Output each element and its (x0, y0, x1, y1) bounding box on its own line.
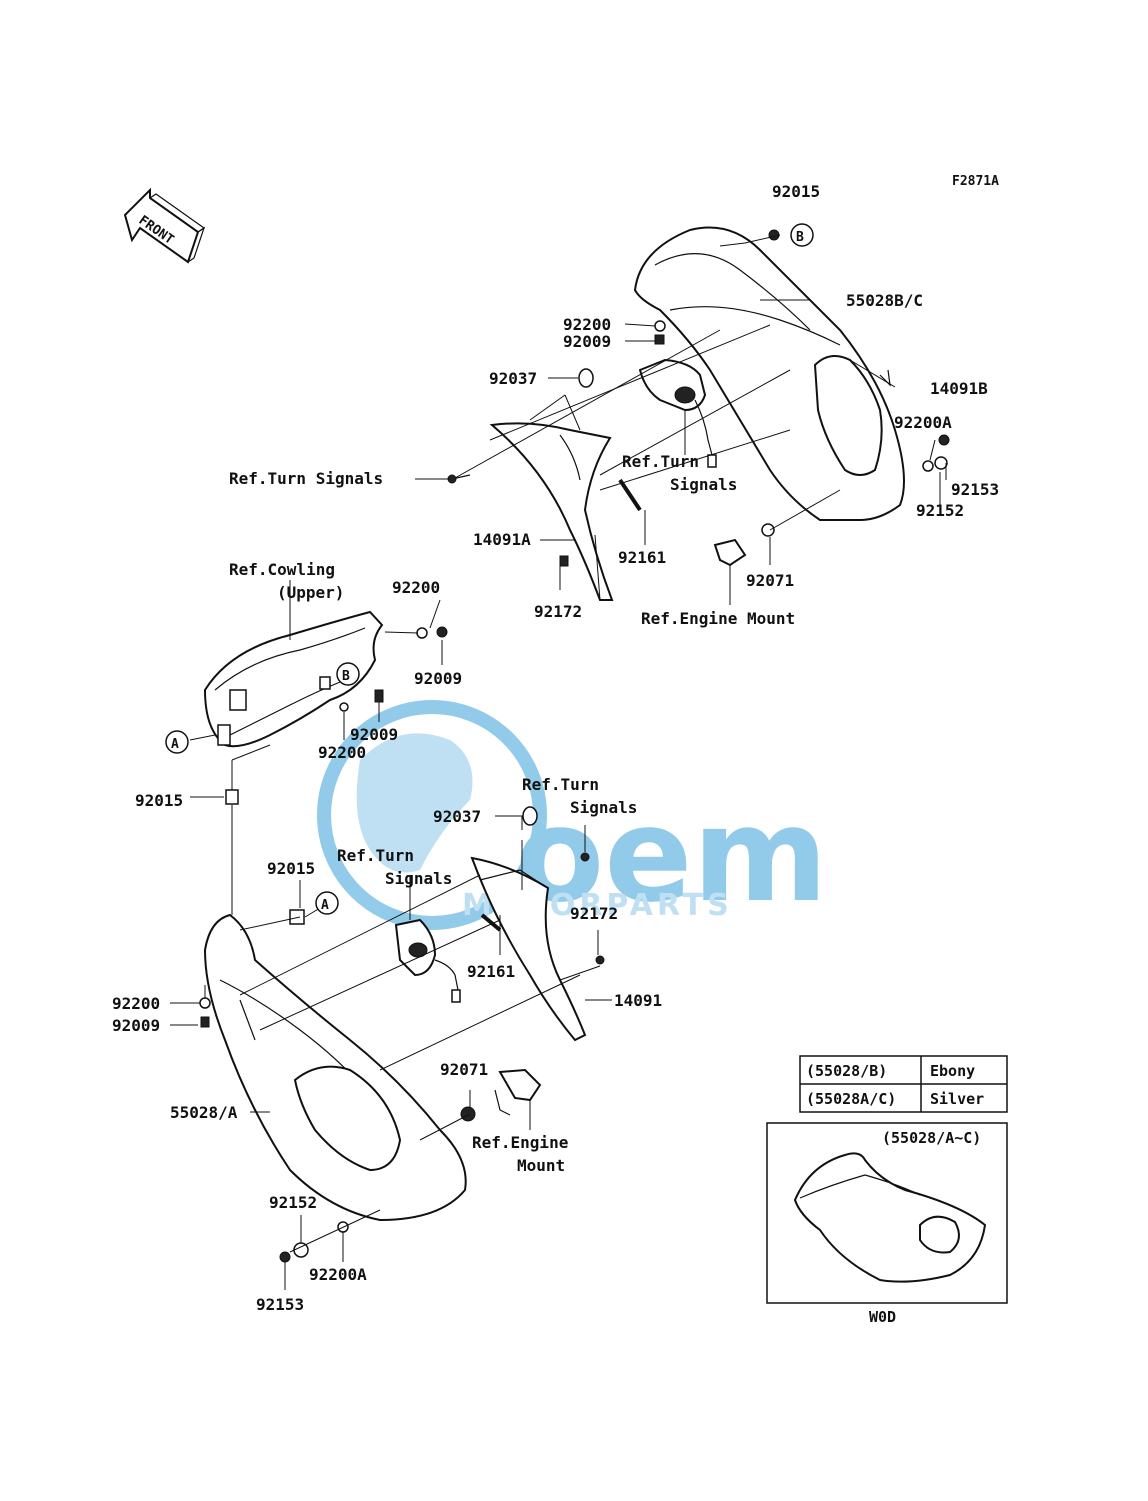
label-92161-low: 92161 (467, 962, 515, 981)
inner-panel-14091 (470, 856, 587, 1042)
label-92009-top: 92009 (563, 332, 611, 351)
leaders-lower (170, 815, 612, 1290)
diagram-code: F2871A (952, 174, 999, 189)
upper-side-cowl-55028bc (633, 226, 905, 521)
front-arrow-icon: FRONT (123, 187, 206, 264)
label-14091: 14091 (614, 991, 662, 1010)
callout-a-lower: A (315, 891, 339, 915)
label-92200a-top: 92200A (894, 413, 952, 432)
inset-title: (55028/A~C) (882, 1129, 981, 1147)
label-92200-top: 92200 (563, 315, 611, 334)
label-92015-top: 92015 (772, 182, 820, 201)
label-ref-engine-mount-top: Ref.Engine Mount (641, 609, 795, 628)
label-55028a: 55028/A (170, 1103, 238, 1122)
inset-caption: W0D (869, 1308, 896, 1326)
label-92172-low: 92172 (570, 904, 618, 923)
label-ref-turn-signals-r-1: Ref.Turn (522, 775, 599, 794)
color-table: (55028/B) Ebony (55028A/C) Silver (799, 1055, 1008, 1113)
label-14091b: 14091B (930, 379, 988, 398)
label-92152-top: 92152 (916, 501, 964, 520)
label-92009-mid: 92009 (414, 669, 462, 688)
label-ref-turn-signals-r-2: Signals (570, 798, 637, 817)
label-92015-mid: 92015 (135, 791, 183, 810)
inset-panel: (55028/A~C) W0D (766, 1122, 1008, 1326)
inner-panel-14091a (489, 422, 614, 601)
label-92071-top: 92071 (746, 571, 794, 590)
leaders-upper (415, 234, 947, 605)
label-55028bc: 55028B/C (846, 291, 923, 310)
color-table-code-1: (55028/B) (806, 1062, 887, 1080)
label-ref-turn-signals-mid-1: Ref.Turn (622, 452, 699, 471)
turn-signal-lower (394, 918, 461, 1003)
leaders-mid (189, 580, 443, 915)
label-92153-top: 92153 (951, 480, 999, 499)
label-ref-cowling-1: Ref.Cowling (229, 560, 335, 579)
label-ref-engine-mount-low-2: Mount (517, 1156, 565, 1175)
label-92152-low: 92152 (269, 1193, 317, 1212)
watermark: oem MOTORPARTS (317, 700, 828, 931)
label-92037-mid: 92037 (433, 807, 481, 826)
callout-b-upper: B (790, 223, 814, 247)
label-92200-mid: 92200 (392, 578, 440, 597)
label-92161-top: 92161 (618, 548, 666, 567)
svg-text:A: A (321, 898, 329, 913)
label-92200-low: 92200 (112, 994, 160, 1013)
svg-text:B: B (342, 669, 350, 684)
label-92009-mid2: 92009 (350, 725, 398, 744)
turn-signal-upper (638, 358, 717, 468)
label-92009-low: 92009 (112, 1016, 160, 1035)
label-14091a: 14091A (473, 530, 531, 549)
label-92172-top: 92172 (534, 602, 582, 621)
color-table-color-1: Ebony (930, 1062, 975, 1080)
label-92200-mid2: 92200 (318, 743, 366, 762)
label-ref-engine-mount-low-1: Ref.Engine (472, 1133, 568, 1152)
label-ref-turn-signals-l2-2: Signals (385, 869, 452, 888)
label-ref-turn-signals-left: Ref.Turn Signals (229, 469, 383, 488)
label-92037-top: 92037 (489, 369, 537, 388)
label-92200a-low: 92200A (309, 1265, 367, 1284)
label-92015-low: 92015 (267, 859, 315, 878)
svg-text:A: A (171, 737, 179, 752)
label-92153-low: 92153 (256, 1295, 304, 1314)
label-ref-cowling-2: (Upper) (277, 583, 344, 602)
inset-cowl-shape (793, 1152, 987, 1283)
label-ref-turn-signals-l2-1: Ref.Turn (337, 846, 414, 865)
color-table-color-2: Silver (930, 1090, 984, 1108)
lower-side-cowl-55028a (203, 913, 467, 1222)
label-92071-low: 92071 (440, 1060, 488, 1079)
color-table-code-2: (55028A/C) (806, 1090, 896, 1108)
svg-text:B: B (796, 230, 804, 245)
hardware-mid (225, 626, 448, 805)
label-ref-turn-signals-mid-2: Signals (670, 475, 737, 494)
watermark-main: oem (515, 779, 828, 931)
engine-mount-lower (494, 1068, 542, 1116)
hardware-lower (199, 806, 605, 1263)
callout-b-mid: B (336, 662, 360, 686)
callout-a-mid: A (165, 730, 189, 754)
